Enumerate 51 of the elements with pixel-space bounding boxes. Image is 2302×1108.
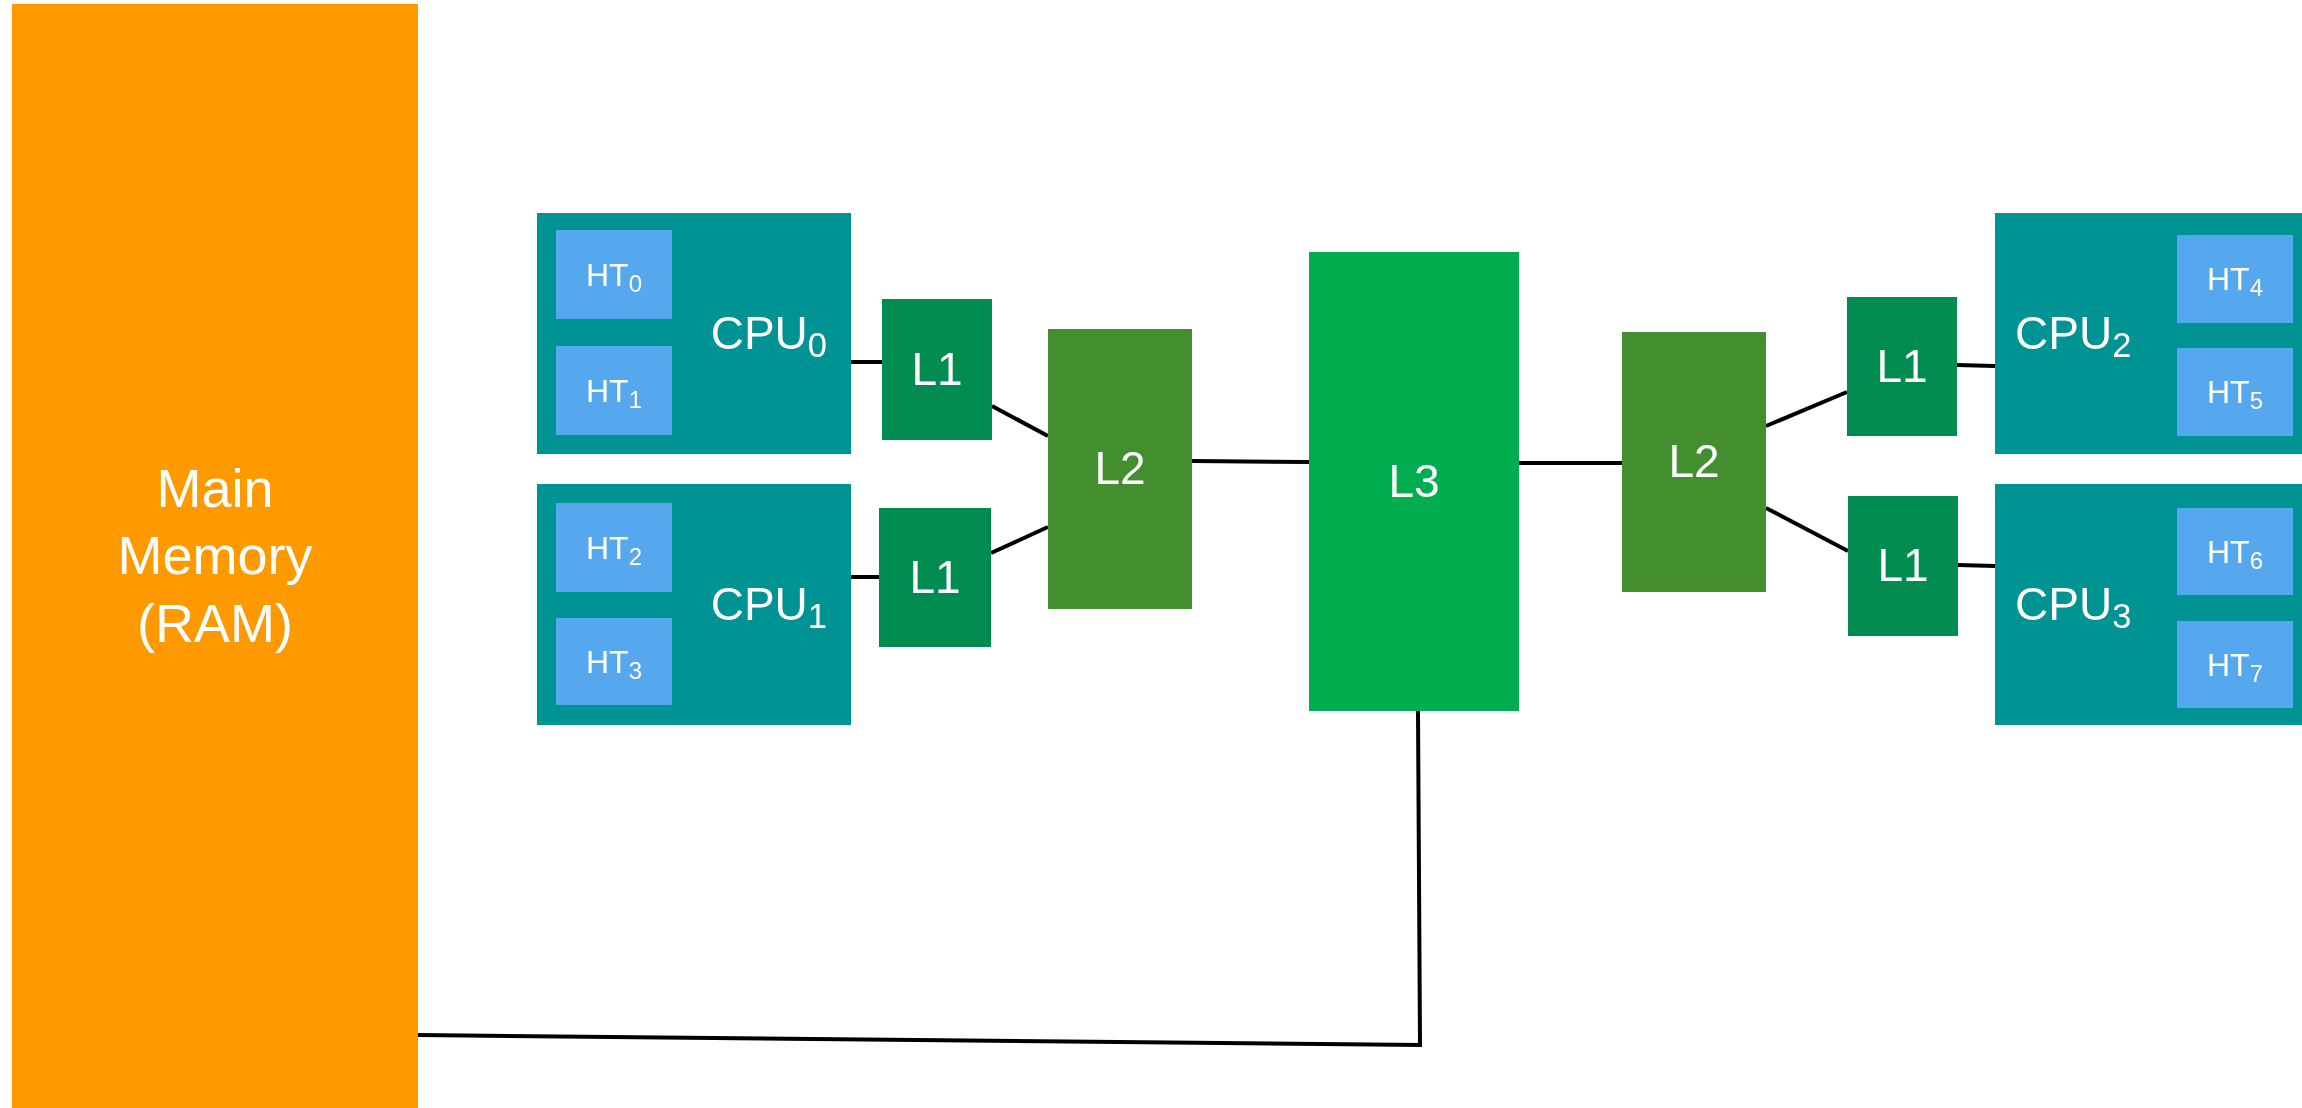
connector-line [1957, 563, 1996, 568]
cpu-box [1995, 213, 2302, 454]
box-label: L1 [909, 549, 961, 605]
box-label: L1 [1877, 538, 1929, 594]
connector-line [1765, 506, 1849, 553]
box-label: CPU$_{1}$ [710, 576, 827, 634]
box-label: L1 [911, 341, 963, 397]
box-label: HT$_{1}$ [586, 371, 642, 411]
connector-line [1956, 363, 1996, 368]
thread-box [556, 503, 672, 592]
connector-line [1191, 459, 1309, 464]
box-label: L1 [1876, 338, 1928, 394]
box-label: CPU$_{2}$ [2015, 305, 2132, 363]
connector-line [1519, 461, 1622, 465]
thread-box [556, 346, 672, 435]
box-label: HT$_{4}$ [2207, 260, 2263, 299]
connector-line [851, 575, 879, 579]
box-label: CPU$_{0}$ [710, 305, 827, 363]
box-label: HT$_{2}$ [586, 528, 642, 568]
thread-box [556, 230, 672, 319]
connector-line [1765, 390, 1848, 428]
box-label: HT$_{3}$ [586, 642, 642, 682]
cpu-box [537, 213, 851, 454]
box-label: Main Memory (RAM) [116, 456, 314, 655]
cache-box [1309, 252, 1519, 711]
connector-line [991, 404, 1049, 438]
box-label: L3 [1388, 453, 1440, 509]
cache-box [1048, 329, 1192, 609]
cache-box [882, 299, 992, 440]
thread-box [2177, 235, 2293, 323]
memory-bar [12, 4, 418, 1108]
cache-box [1848, 496, 1958, 636]
box-label: L2 [1094, 441, 1146, 497]
cache-box [879, 508, 991, 647]
cpu-box [1995, 484, 2302, 725]
connector-line [418, 711, 1422, 1048]
cpu-box [537, 484, 851, 725]
box-label: CPU$_{3}$ [2015, 576, 2132, 634]
thread-box [2177, 348, 2293, 436]
cache-box [1622, 332, 1766, 592]
cache-box [1847, 297, 1957, 436]
thread-box [556, 618, 672, 705]
box-label: HT$_{0}$ [586, 255, 642, 295]
box-label: HT$_{6}$ [2207, 532, 2263, 572]
box-label: HT$_{7}$ [2207, 645, 2263, 685]
thread-box [2177, 508, 2293, 595]
box-label: L2 [1668, 434, 1720, 490]
thread-box [2177, 621, 2293, 708]
connector-line [851, 360, 882, 364]
connector-line [990, 525, 1049, 555]
box-label: HT$_{5}$ [2207, 373, 2263, 412]
